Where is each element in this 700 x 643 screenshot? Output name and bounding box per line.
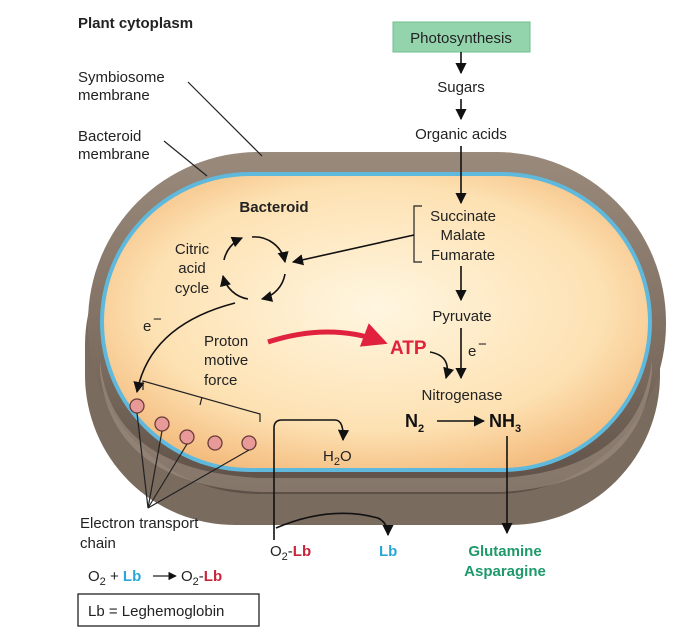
e-minus-left-label: e	[143, 318, 151, 335]
equation: O2 + Lb	[88, 568, 141, 588]
citric-cycle-circle-icon	[220, 236, 289, 302]
citric-label-1: Citric	[175, 241, 210, 258]
nitrogenase-label: Nitrogenase	[422, 387, 503, 404]
arrow-o2lb-to-lb	[275, 512, 394, 537]
pyruvate-label: Pyruvate	[432, 308, 491, 325]
sugars-label: Sugars	[437, 79, 485, 96]
symbiosome-membrane-label-2: membrane	[78, 87, 150, 104]
asparagine-label: Asparagine	[464, 563, 546, 580]
symbiosome-pointer	[187, 81, 263, 157]
etc-label-1: Electron transport	[80, 515, 199, 532]
e-minus-right-label: e	[468, 343, 476, 360]
plant-cytoplasm-label: Plant cytoplasm	[78, 15, 193, 32]
proton-to-atp-arrow	[267, 323, 388, 347]
etc-dot-2	[154, 416, 170, 432]
etc-bracket-tick	[199, 396, 203, 406]
symbiosome-membrane-label: Symbiosome	[78, 69, 165, 86]
etc-dot-3	[179, 429, 195, 445]
atp-label: ATP	[390, 338, 427, 359]
bacteroid-membrane-label-2: membrane	[78, 146, 150, 163]
arrow-atp-nitrogenase	[429, 351, 455, 380]
e-minus-left-sign: −	[153, 311, 162, 328]
n2-label: N2	[405, 411, 424, 435]
succinate-label: Succinate	[430, 208, 496, 225]
legend-text: Lb = Leghemoglobin	[88, 603, 224, 620]
arrow-citric-to-etc	[133, 302, 236, 394]
nh3-label: NH3	[489, 411, 521, 435]
equation-product: O2-Lb	[181, 568, 222, 588]
legend-box	[77, 593, 260, 627]
bacteroid-membrane-label: Bacteroid	[78, 128, 141, 145]
proton-label-3: force	[204, 372, 237, 389]
arrow-to-h2o	[273, 419, 350, 540]
etc-pointers	[136, 412, 250, 509]
bacteroid-membrane-pointer	[163, 140, 208, 177]
etc-dot-5	[241, 435, 257, 451]
malate-label: Malate	[440, 227, 485, 244]
o2lb-label: O2-Lb	[270, 543, 311, 563]
photosynthesis-box	[392, 21, 531, 53]
bacteroid-cytoplasm	[104, 176, 648, 468]
citric-label-2: acid	[178, 260, 206, 277]
arrow-acids-citric-cycle	[291, 234, 415, 266]
etc-dots	[129, 398, 257, 451]
citric-label-3: cycle	[175, 280, 209, 297]
fumarate-label: Fumarate	[431, 247, 495, 264]
organic-acids-label: Organic acids	[415, 126, 507, 143]
h2o-label: H2O	[323, 448, 352, 468]
acids-bracket	[413, 205, 422, 263]
etc-dot-4	[207, 435, 223, 451]
proton-label-1: Proton	[204, 333, 248, 350]
proton-label-2: motive	[204, 352, 248, 369]
etc-dot-1	[129, 398, 145, 414]
lb-label: Lb	[379, 543, 397, 560]
e-minus-right-sign: −	[478, 336, 487, 353]
bacteroid-label: Bacteroid	[239, 199, 308, 216]
etc-label-2: chain	[80, 535, 116, 552]
photosynthesis-label: Photosynthesis	[410, 30, 512, 47]
glutamine-label: Glutamine	[468, 543, 541, 560]
